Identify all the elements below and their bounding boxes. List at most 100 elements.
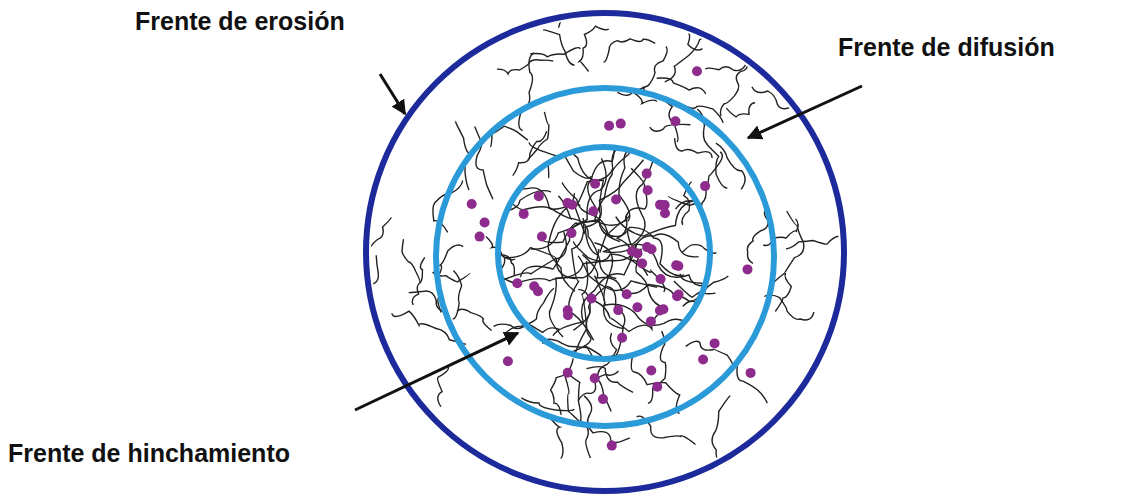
- drug-particle: [590, 373, 600, 383]
- polymer-chain: [585, 160, 643, 255]
- drug-particle: [632, 302, 642, 312]
- drug-particle: [658, 304, 668, 314]
- polymer-chain: [587, 367, 634, 393]
- drug-particle: [503, 356, 513, 366]
- polymer-chain: [476, 232, 566, 288]
- drug-particle: [642, 169, 652, 179]
- leader-arrow: [380, 74, 405, 114]
- drug-particle: [616, 119, 626, 129]
- drug-particle: [611, 195, 621, 205]
- drug-particle: [710, 338, 720, 348]
- polymer-chain: [619, 133, 666, 221]
- polymer-chain: [519, 53, 534, 131]
- leader-arrow: [748, 86, 862, 138]
- drug-particle: [587, 294, 597, 304]
- drug-particle: [674, 290, 684, 300]
- drug-particle: [588, 206, 598, 216]
- polymer-chain: [635, 47, 667, 92]
- drug-particle: [519, 209, 529, 219]
- polymer-chain: [650, 124, 691, 131]
- diffusion-front-circle: [436, 88, 774, 426]
- drug-particle: [700, 181, 710, 191]
- polymer-chain: [520, 215, 630, 277]
- polymer-chain: [551, 358, 574, 414]
- drug-particle: [534, 191, 544, 201]
- drug-particle: [646, 316, 656, 326]
- polymer-chain: [716, 143, 745, 189]
- polymer-chain: [657, 78, 706, 94]
- drug-particle: [613, 305, 623, 315]
- drug-particle: [533, 286, 543, 296]
- polymer-chain: [402, 239, 420, 283]
- polymer-chain: [369, 217, 391, 248]
- polymer-chain: [549, 260, 613, 337]
- polymer-chain: [747, 209, 768, 264]
- polymer-chain: [543, 30, 575, 65]
- polymer-chain: [553, 244, 637, 336]
- polymer-chain: [497, 60, 553, 74]
- drug-particle: [563, 310, 573, 320]
- drug-particle: [480, 218, 490, 228]
- polymer-chain: [712, 396, 730, 488]
- drug-particle: [590, 179, 600, 189]
- polymer-chain: [595, 276, 694, 332]
- polymer-chain: [438, 366, 449, 406]
- polymer-chain: [701, 152, 722, 216]
- leader-arrow: [355, 333, 518, 410]
- drug-particle: [652, 382, 662, 392]
- polymer-chain: [531, 158, 606, 249]
- swelling-front-circle: [498, 147, 710, 359]
- polymer-chain: [604, 39, 656, 62]
- drug-particle: [563, 368, 573, 378]
- polymer-chain: [588, 107, 614, 207]
- drug-particle: [467, 199, 477, 209]
- polymer-chain: [573, 241, 647, 275]
- drug-particle: [537, 232, 547, 242]
- drug-particle: [692, 66, 702, 76]
- drug-particle: [633, 248, 643, 258]
- polymer-chain: [594, 130, 637, 222]
- drug-particle: [743, 264, 753, 274]
- drug-particle: [656, 274, 666, 284]
- drug-particle: [567, 228, 577, 238]
- front-label: Frente de erosión: [135, 6, 345, 36]
- polymer-chain: [453, 270, 462, 319]
- drug-particle: [617, 333, 627, 343]
- polymer-chain: [584, 346, 667, 388]
- polymer-chain: [579, 26, 609, 71]
- drug-particle: [746, 368, 756, 378]
- front-label: Frente de hinchamiento: [8, 438, 290, 468]
- polymer-chain: [547, 94, 573, 179]
- erosion-circle: [366, 13, 844, 491]
- drug-particle: [598, 394, 608, 404]
- polymer-chain: [616, 191, 731, 236]
- drug-particle: [622, 289, 632, 299]
- polymer-chain: [578, 371, 619, 401]
- drug-particle: [643, 185, 653, 195]
- drug-particle: [512, 278, 522, 288]
- polymer-chain: [457, 309, 492, 330]
- drug-particle: [607, 441, 617, 451]
- polymer-chain: [562, 183, 607, 253]
- polymer-chain: [566, 369, 591, 458]
- drug-particle: [646, 366, 656, 376]
- drug-particle: [637, 258, 647, 268]
- front-label: Frente de difusión: [838, 32, 1055, 62]
- erosion-front-circle: [366, 13, 844, 491]
- polymer-chain: [726, 103, 755, 117]
- polymer-chain: [686, 341, 734, 368]
- polymer-chain: [676, 201, 779, 245]
- polymer-chain: [435, 191, 551, 243]
- drug-particle: [475, 232, 485, 242]
- polymer-chain: [530, 48, 580, 57]
- drug-particle: [698, 355, 708, 365]
- polymer-chain: [631, 353, 679, 414]
- drug-particle: [567, 200, 577, 210]
- polymer-chain: [603, 227, 684, 275]
- drug-particle: [673, 261, 683, 271]
- drug-particle: [670, 116, 680, 126]
- drug-particle: [656, 200, 666, 210]
- polymer-chain: [412, 258, 425, 306]
- drug-particle: [604, 121, 614, 131]
